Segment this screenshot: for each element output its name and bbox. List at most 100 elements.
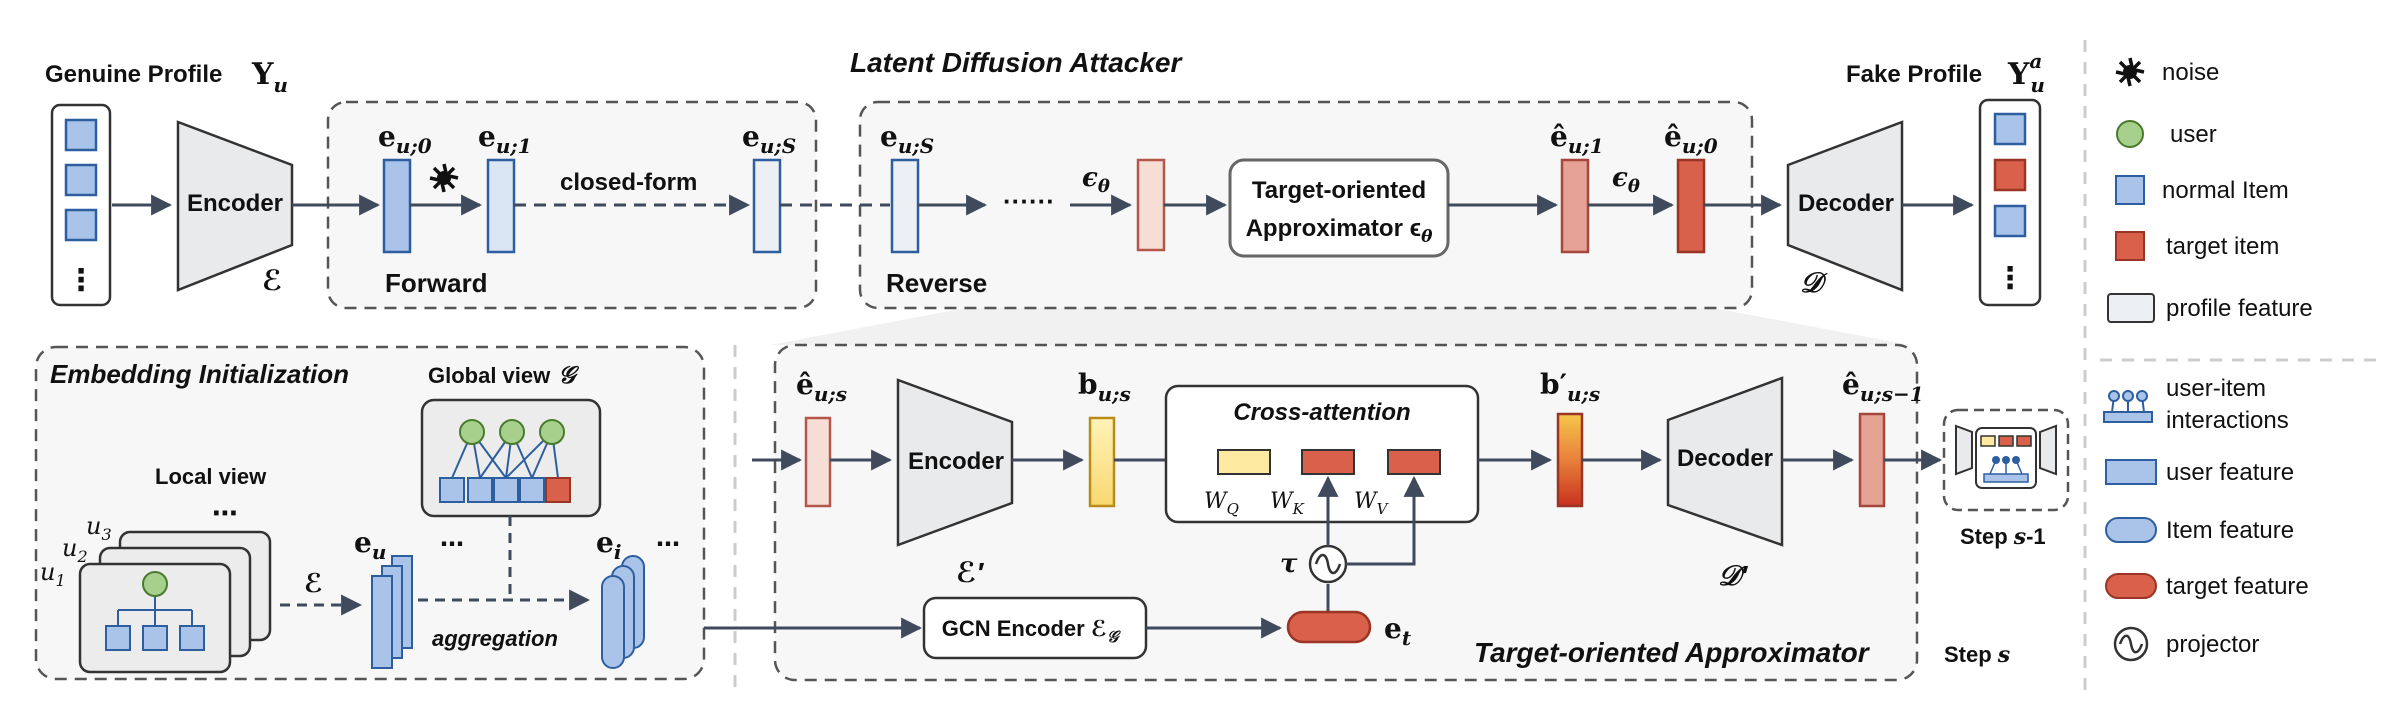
- pink-light-vector: [1136, 158, 1166, 252]
- legend-target-item-label: target item: [2166, 233, 2279, 260]
- gcn-encoder-label: GCN Encoder ℰ𝒢: [942, 616, 1121, 646]
- decoder-block: [1786, 120, 1904, 292]
- step-mini-red-1: [1998, 435, 2014, 447]
- legend-target-item-icon: [2115, 231, 2145, 261]
- b-vector: [1088, 416, 1116, 508]
- eps-theta-1: ϵθ: [1082, 163, 1110, 197]
- genuine-profile-label: Genuine Profile: [45, 61, 222, 88]
- genuine-profile-column: [50, 103, 112, 307]
- fake-item-3: [1993, 204, 2027, 238]
- et-label: et: [1384, 612, 1412, 650]
- hat-e0-vector: [1676, 158, 1706, 254]
- legend-projector-label: projector: [2166, 631, 2259, 658]
- step-mini-user-2: [2002, 456, 2010, 464]
- global-user-node-2: [499, 419, 525, 445]
- eps-theta-2: ϵθ: [1612, 163, 1640, 197]
- forward-label: Forward: [385, 268, 488, 298]
- reverse-euS-vector: [890, 158, 920, 254]
- global-user-node-1: [459, 419, 485, 445]
- step-mini-user-3: [2012, 456, 2020, 464]
- step-mini-decoder: [2039, 424, 2057, 476]
- approximator-box: [1228, 158, 1450, 258]
- approx-hat-e-vector: [804, 416, 832, 508]
- legend-normal-item-label: normal Item: [2162, 177, 2289, 204]
- legend-normal-item-icon: [2115, 175, 2145, 205]
- step-mini-yellow: [1980, 435, 1996, 447]
- et-capsule: [1286, 610, 1372, 644]
- approx-encoder-label: Encoder: [908, 448, 1004, 475]
- legend: noise user normal Item target item profi…: [2103, 57, 2313, 662]
- global-item-3: [493, 477, 519, 503]
- closed-form-label: closed-form: [560, 169, 697, 196]
- u2-label: u2: [62, 534, 88, 566]
- legend-target-feature-icon: [2105, 573, 2157, 599]
- wv-label: WV: [1354, 489, 1390, 518]
- decoder-symbol: 𝒟: [1800, 267, 1828, 298]
- fake-profile-label: Fake Profile: [1846, 61, 1982, 88]
- genuine-profile-symbol: Yu: [251, 57, 288, 97]
- legend-noise-label: noise: [2162, 59, 2219, 86]
- eu1-label: eu;1: [478, 120, 532, 158]
- fake-profile-column: [1978, 98, 2042, 307]
- wq-box: [1217, 449, 1271, 475]
- hat-e-out-label: êu;s−1: [1842, 368, 1924, 406]
- legend-profile-feature-label: profile feature: [2166, 295, 2313, 322]
- genuine-item-3: [64, 208, 98, 242]
- local-encoder-symbol: ℰ: [304, 568, 323, 598]
- eu-stack-1: [371, 575, 393, 669]
- fake-target-item: [1993, 158, 2027, 192]
- approx-panel-title: Target-oriented Approximator: [1474, 637, 1871, 668]
- fake-item-1: [1993, 112, 2027, 146]
- approx-decoder-symbol: 𝒟′: [1718, 560, 1748, 591]
- reverse-label: Reverse: [886, 268, 987, 298]
- reverse-dots: ······: [1003, 186, 1055, 216]
- projector-wave: [1314, 553, 1342, 575]
- legend-target-feature-label: target feature: [2166, 573, 2309, 600]
- legend-user-icon: [2116, 120, 2144, 148]
- legend-interactions-icon: [2103, 390, 2153, 423]
- genuine-item-1: [64, 118, 98, 152]
- hat-e0-label: êu;0: [1664, 120, 1718, 158]
- u3-label: u3: [86, 512, 112, 544]
- approx-encoder-block: [896, 378, 1014, 547]
- local-item-2: [142, 625, 168, 651]
- aggregation-label: aggregation: [432, 626, 558, 651]
- legend-user-feature-icon: [2105, 459, 2157, 485]
- legend-item-feature-label: Item feature: [2166, 517, 2294, 544]
- fake-vdots: ⋮: [1995, 262, 2025, 295]
- wk-label: WK: [1270, 489, 1305, 518]
- global-item-4: [519, 477, 545, 503]
- ei-label: ei: [596, 526, 621, 564]
- approx-decoder-block: [1666, 376, 1784, 547]
- wq-label: WQ: [1204, 489, 1239, 518]
- global-item-1: [439, 477, 465, 503]
- local-item-1: [105, 625, 131, 651]
- eu-label: eu: [354, 526, 386, 564]
- legend-user-feature-label: user feature: [2166, 459, 2294, 486]
- embedding-title: Embedding Initialization: [50, 359, 349, 389]
- euS-label: eu;S: [742, 120, 796, 158]
- global-target-item: [545, 477, 571, 503]
- legend-projector-wave: [2118, 634, 2144, 654]
- wk-box: [1301, 449, 1355, 475]
- legend-interactions-line2: interactions: [2166, 407, 2289, 434]
- b-prime-label: b′u;s: [1540, 368, 1600, 406]
- legend-user-label: user: [2170, 121, 2217, 148]
- approximator-line1: Target-oriented: [1252, 177, 1426, 204]
- u1-label: u1: [40, 558, 66, 590]
- local-view-dots: ⋯: [212, 498, 238, 528]
- step-mini-items: [1983, 473, 2029, 483]
- eu1-vector: [486, 158, 516, 254]
- euS-vector: [752, 158, 782, 254]
- b-prime-vector: [1556, 412, 1584, 508]
- global-item-2: [467, 477, 493, 503]
- approx-hat-e-label: êu;s: [796, 368, 847, 406]
- eu0-vector: [382, 158, 412, 254]
- tau-label: τ: [1280, 549, 1298, 579]
- legend-profile-feature-icon: [2107, 293, 2155, 323]
- noise-splat-icon: [429, 163, 459, 193]
- genuine-item-2: [64, 163, 98, 197]
- approx-decoder-label: Decoder: [1677, 445, 1773, 472]
